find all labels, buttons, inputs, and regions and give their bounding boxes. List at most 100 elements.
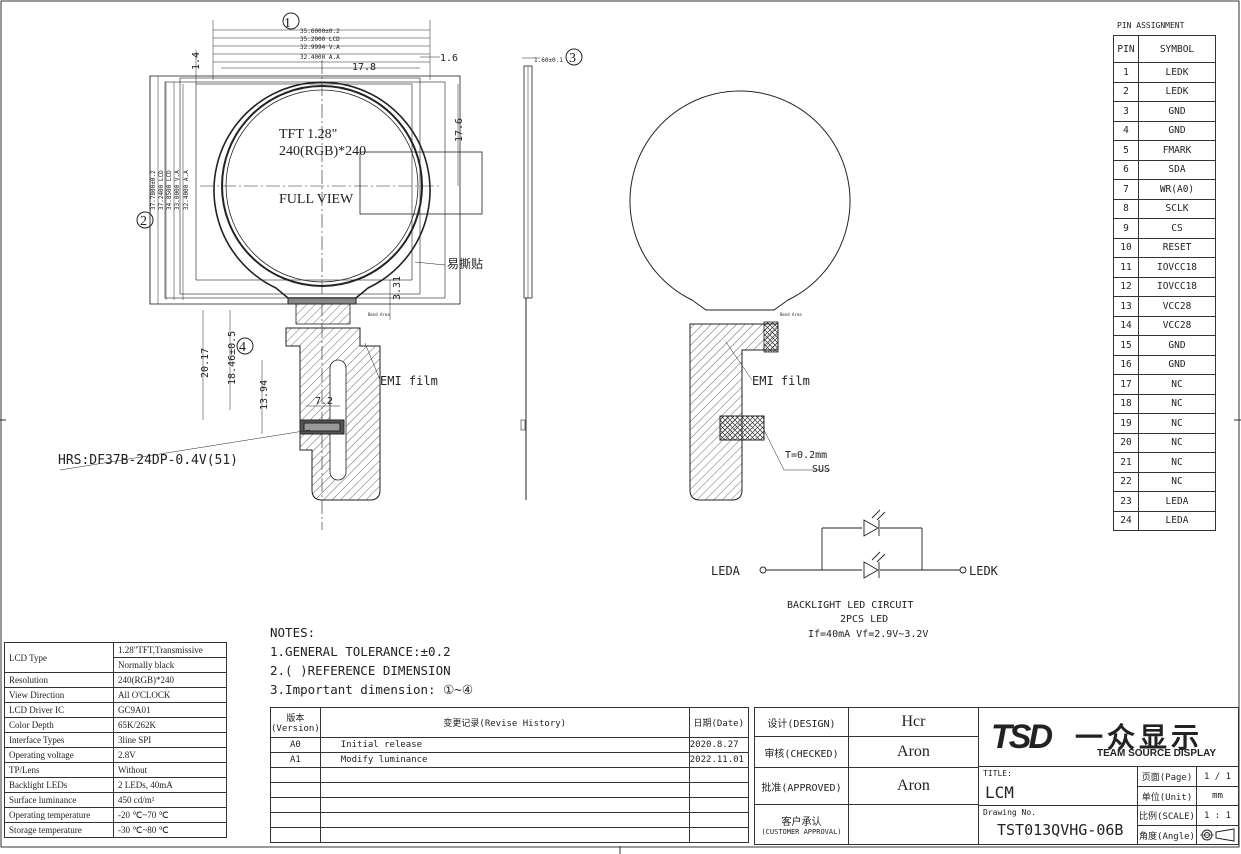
backlight-leds: 2PCS LED bbox=[840, 614, 888, 625]
drawing-number-value: TST013QVHG-06B bbox=[997, 821, 1124, 839]
resolution-label: 240(RGB)*240 bbox=[279, 144, 366, 159]
spec-row: Operating temperature-20 ℃~70 ℃ bbox=[4, 807, 227, 823]
dim-bend2: Bend Area bbox=[780, 312, 802, 317]
dim-conn: 7.2 bbox=[315, 396, 333, 407]
pin-number: 7 bbox=[1113, 179, 1139, 200]
rev-header-date: 日期(Date) bbox=[688, 707, 749, 738]
approved-value: Aron bbox=[848, 767, 979, 805]
pin-number: 16 bbox=[1113, 354, 1139, 375]
revision-row bbox=[270, 827, 749, 843]
side-view bbox=[520, 57, 540, 500]
scale-key: 比例(SCALE) bbox=[1137, 805, 1197, 826]
pin-symbol: VCC28 bbox=[1138, 296, 1216, 317]
dim-fpc3: 13.94 bbox=[259, 380, 270, 410]
pin-symbol: WR(A0) bbox=[1138, 179, 1216, 200]
drawing-number-key: Drawing No. bbox=[983, 808, 1036, 817]
dim-h-outer: 37.7800±0.2 bbox=[150, 170, 157, 210]
dim-fpc2: 18.46±0.5 bbox=[227, 331, 238, 385]
dim-h-aa: 32.4000 A.A bbox=[183, 170, 190, 210]
pin-number: 19 bbox=[1113, 413, 1139, 434]
emi-label-front: EMI film bbox=[380, 374, 438, 388]
rev-version bbox=[270, 782, 321, 798]
callout-1: 1 bbox=[284, 16, 291, 31]
pin-symbol: GND bbox=[1138, 120, 1216, 141]
backlight-spec: If=40mA Vf=2.9V~3.2V bbox=[808, 629, 928, 640]
spec-value: Normally black bbox=[113, 657, 227, 673]
dim-half-w: 17.8 bbox=[352, 62, 376, 73]
backlight-title: BACKLIGHT LED CIRCUIT bbox=[787, 600, 913, 611]
spec-value: All O'CLOCK bbox=[113, 687, 227, 703]
notes: NOTES: 1.GENERAL TOLERANCE:±0.2 2.( )REF… bbox=[270, 623, 473, 699]
pin-assignment-title: PIN ASSIGNMENT bbox=[1117, 21, 1185, 30]
rev-version bbox=[270, 797, 321, 813]
callout-4: 4 bbox=[239, 340, 246, 355]
pin-symbol: GND bbox=[1138, 335, 1216, 356]
ledk-label: LEDK bbox=[969, 564, 999, 578]
pin-number: 9 bbox=[1113, 218, 1139, 239]
notes-title: NOTES: bbox=[270, 625, 316, 640]
rev-date: 2020.8.27 bbox=[688, 737, 749, 753]
dim-h-va: 33.0000 V.A bbox=[174, 170, 181, 210]
rev-date bbox=[688, 827, 749, 843]
customer-approval-value bbox=[848, 804, 979, 845]
pin-number: 24 bbox=[1113, 510, 1139, 531]
spec-table: LCD Type 1.28"TFT,Transmissive Normally … bbox=[4, 642, 227, 838]
spec-value: -30 ℃~80 ℃ bbox=[113, 822, 227, 838]
title-cell: TITLE: LCM bbox=[978, 766, 1138, 806]
dim-h-lcd: 37.2400 LCD bbox=[158, 170, 165, 210]
emi-label-back: EMI film bbox=[752, 374, 810, 388]
pin-symbol: RESET bbox=[1138, 237, 1216, 258]
note-1: 1.GENERAL TOLERANCE:±0.2 bbox=[270, 644, 451, 659]
pin-symbol: IOVCC18 bbox=[1138, 257, 1216, 278]
pin-symbol: LEDA bbox=[1138, 510, 1216, 531]
pin-symbol: LEDA bbox=[1138, 491, 1216, 512]
pin-number: 20 bbox=[1113, 432, 1139, 453]
pin-number: 14 bbox=[1113, 315, 1139, 336]
front-view bbox=[59, 20, 483, 530]
rev-header-history: 变更记录(Revise History) bbox=[319, 707, 690, 738]
pin-symbol: GND bbox=[1138, 101, 1216, 122]
pin-number: 18 bbox=[1113, 393, 1139, 414]
pin-number: 4 bbox=[1113, 120, 1139, 141]
pin-number: 5 bbox=[1113, 140, 1139, 161]
logo-mark: TSD bbox=[991, 718, 1053, 756]
spec-key: Color Depth bbox=[4, 717, 114, 733]
dim-thick: 1.60±0.1 bbox=[534, 57, 563, 64]
design-value: Hcr bbox=[848, 707, 979, 737]
rev-description bbox=[319, 782, 690, 798]
note-2: 2.( )REFERENCE DIMENSION bbox=[270, 663, 451, 678]
dim-w-lcd: 35.2000 LCD bbox=[300, 36, 340, 43]
connector-label: HRS:DF37B-24DP-0.4V(51) bbox=[58, 453, 238, 468]
company-logo: TSD 一众显示 TEAM SOURCE DISPLAY bbox=[978, 707, 1239, 767]
peel-label: 易撕贴 bbox=[447, 257, 483, 271]
title-value: LCM bbox=[985, 783, 1014, 802]
dim-bend1: Bend Area bbox=[368, 312, 390, 317]
revision-row bbox=[270, 812, 749, 828]
spec-key: LCD Type bbox=[4, 642, 114, 673]
rev-description: Initial release bbox=[319, 737, 690, 753]
pin-number: 11 bbox=[1113, 257, 1139, 278]
leda-label: LEDA bbox=[711, 564, 741, 578]
pin-number: 12 bbox=[1113, 276, 1139, 297]
page-value: 1 / 1 bbox=[1196, 766, 1239, 787]
pin-symbol: FMARK bbox=[1138, 140, 1216, 161]
